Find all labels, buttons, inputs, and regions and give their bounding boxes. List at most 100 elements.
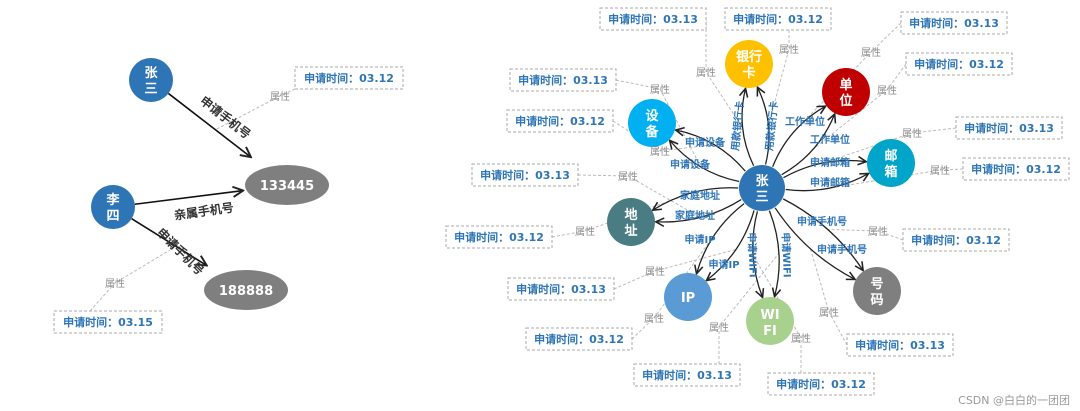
attribute-box-text: 申请时间：03.12 xyxy=(454,230,544,244)
attribute-word: 属性 xyxy=(819,306,839,319)
edge-label: 申请手机号 xyxy=(817,243,867,256)
attribute-word: 属性 xyxy=(877,84,897,97)
attribute-box-text: 申请时间：03.13 xyxy=(642,368,732,382)
watermark: CSDN @白白的一团团 xyxy=(958,394,1070,407)
attribute-word: 属性 xyxy=(779,43,799,56)
attribute-box-text: 申请时间：03.12 xyxy=(776,377,866,391)
edge-arrow xyxy=(783,160,866,179)
attribute-box-text: 申请时间：03.12 xyxy=(914,57,1004,71)
entity-node-label: 备 xyxy=(644,124,659,140)
left-attribute-1-text: 申请时间：03.15 xyxy=(63,315,153,329)
entity-node-label: 箱 xyxy=(884,164,897,180)
entity-node-label: 设 xyxy=(645,109,659,124)
edge-label: 申请邮箱 xyxy=(810,176,850,189)
edge-label: 申请手机号 xyxy=(797,215,847,228)
edge-label: 申请邮箱 xyxy=(810,156,850,169)
edge-arrow xyxy=(706,210,755,280)
edge-arrow xyxy=(131,217,207,266)
attribute-box-text: 申请时间：03.13 xyxy=(855,338,945,352)
edge-arrow xyxy=(697,203,745,274)
edge-label: 申请手机号 xyxy=(197,93,254,142)
attribute-box-text: 申请时间：03.13 xyxy=(964,121,1054,135)
entity-node-label: 邮 xyxy=(884,148,897,164)
edge-arrow xyxy=(782,198,863,271)
edge-arrow xyxy=(134,191,243,206)
attribute-box-text: 申请时间：03.13 xyxy=(516,282,606,296)
entity-node xyxy=(607,198,655,246)
attribute-word: 属性 xyxy=(650,83,670,96)
attribute-link-line xyxy=(631,234,715,340)
edge-arrow xyxy=(774,207,855,280)
attribute-link-line xyxy=(577,174,701,218)
entity-node-label: 地 xyxy=(624,207,637,223)
person-node xyxy=(91,185,135,229)
edge-arrow xyxy=(653,187,739,210)
attribute-box-text: 申请时间：03.12 xyxy=(911,233,1001,247)
edge-arrow xyxy=(670,140,740,183)
phone-node xyxy=(245,165,329,205)
entity-node xyxy=(628,99,676,147)
edge-arrow xyxy=(167,92,251,157)
edge-label: 工作单位 xyxy=(785,115,825,128)
attribute-box-box xyxy=(905,52,1013,76)
attribute-link-line xyxy=(827,228,904,241)
attribute-box-box xyxy=(506,109,614,133)
attribute-link-line xyxy=(705,19,744,129)
edge-label: 申请设备 xyxy=(685,136,726,149)
edge-label: 家庭地址 xyxy=(675,209,715,222)
attribute-box-text: 申请时间：03.12 xyxy=(733,12,823,26)
edge-label: 申请WIFI xyxy=(779,232,794,278)
person-node-label: 四 xyxy=(106,209,119,224)
edge-arrow xyxy=(785,173,869,192)
attribute-link-line xyxy=(828,168,964,189)
attribute-word: 属性 xyxy=(645,265,665,278)
attribute-link-line xyxy=(612,120,715,152)
edge-label: 申请IP xyxy=(684,233,715,246)
entity-node-label: 卡 xyxy=(742,65,755,81)
edge-label: 申请设备 xyxy=(670,158,711,171)
attribute-word: 属性 xyxy=(696,66,716,79)
entity-node-label: 址 xyxy=(624,223,637,239)
attribute-word: 属性 xyxy=(618,170,638,183)
attribute-word: 属性 xyxy=(575,225,595,238)
center-person-node xyxy=(739,165,785,211)
entity-node xyxy=(822,68,870,116)
attribute-link-line xyxy=(613,248,737,290)
attribute-box-box xyxy=(525,327,633,351)
attribute-word: 属性 xyxy=(930,164,950,177)
entity-node-label: 单 xyxy=(839,77,852,93)
attribute-box-box xyxy=(633,363,741,387)
attribute-word: 属性 xyxy=(105,277,125,290)
attribute-box-box xyxy=(962,157,1070,181)
attribute-link-line xyxy=(767,30,790,126)
attribute-box-text: 申请时间：03.13 xyxy=(518,73,608,87)
attribute-word: 属性 xyxy=(644,312,664,325)
center-person-node-label: 三 xyxy=(755,190,768,205)
person-node-label: 张 xyxy=(144,66,158,81)
attribute-box-box xyxy=(471,163,579,187)
entity-node-label: IP xyxy=(681,291,695,306)
person-node xyxy=(129,58,173,102)
attribute-link-line xyxy=(809,248,848,346)
attribute-box-box xyxy=(445,225,553,249)
entity-node-label: FI xyxy=(763,324,777,339)
phone-node-label: 133445 xyxy=(260,179,314,194)
person-node-label: 李 xyxy=(105,192,120,208)
person-node-label: 三 xyxy=(144,82,157,97)
attribute-link-line xyxy=(813,63,907,150)
edge-label: 用款银行卡 xyxy=(728,100,746,152)
attribute-box-box xyxy=(902,228,1010,252)
entity-node-label: WI xyxy=(760,308,779,323)
entity-node-label: 银行 xyxy=(736,49,762,65)
edge-arrow xyxy=(752,211,763,297)
attribute-box-box xyxy=(599,7,707,31)
edge-label: 工作单位 xyxy=(810,133,850,146)
edge-label: 亲属手机号 xyxy=(173,199,235,222)
attribute-box-box xyxy=(900,11,1008,35)
attribute-box-text: 申请时间：03.12 xyxy=(534,332,624,346)
attribute-box-text: 申请时间：03.12 xyxy=(971,162,1061,176)
attribute-box-text: 申请时间：03.12 xyxy=(515,114,605,128)
attribute-word: 属性 xyxy=(791,332,811,345)
entity-node xyxy=(746,297,794,345)
